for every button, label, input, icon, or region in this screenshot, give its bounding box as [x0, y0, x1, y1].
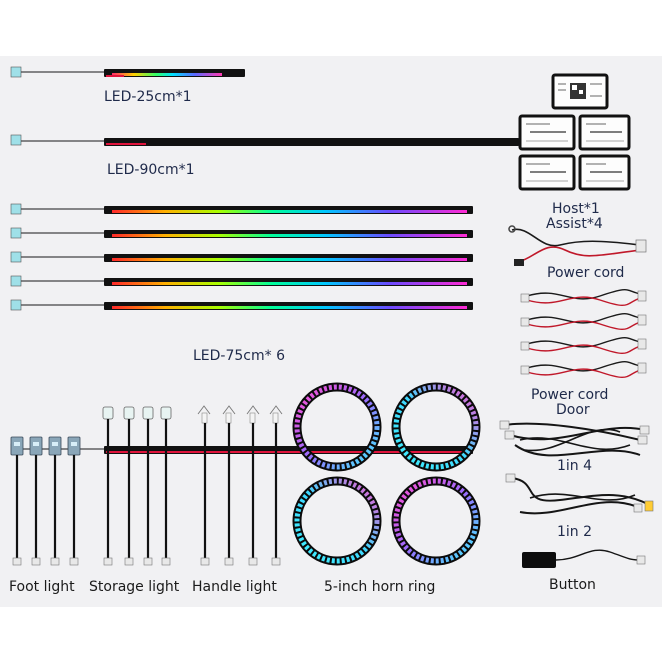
- led-strips-75cm: [10, 203, 473, 455]
- label-led-90cm: LED-90cm*1: [107, 162, 195, 178]
- door-power-cord: [520, 337, 647, 355]
- handle-light: [197, 405, 211, 566]
- horn-ring: [292, 382, 382, 472]
- label-one-in-two: 1in 2: [557, 524, 593, 540]
- handle-lights: [197, 405, 283, 566]
- storage-light: [142, 406, 154, 566]
- led-strip-75cm: [10, 251, 473, 263]
- label-foot-light: Foot light: [9, 579, 75, 595]
- handle-light: [269, 405, 283, 566]
- label-horn-ring: 5-inch horn ring: [324, 579, 436, 595]
- handle-light: [246, 405, 260, 566]
- led-strip-75cm: [10, 299, 473, 311]
- storage-light: [102, 406, 114, 566]
- host-module: [551, 73, 609, 110]
- led-strip-25cm: [10, 66, 245, 78]
- door-power-cord: [520, 361, 647, 379]
- door-power-cord: [520, 289, 647, 307]
- foot-light: [10, 436, 24, 566]
- horn-ring: [391, 476, 481, 566]
- led-strip-75cm: [10, 203, 473, 215]
- one-in-two-harness: [505, 473, 654, 515]
- horn-rings: [292, 382, 481, 566]
- label-host: Host*1: [552, 201, 600, 217]
- label-storage-light: Storage light: [89, 579, 180, 595]
- led-strip-75cm: [10, 275, 473, 287]
- label-led-25cm: LED-25cm*1: [104, 89, 192, 105]
- power-cord: [508, 225, 647, 266]
- label-handle-light: Handle light: [192, 579, 277, 595]
- storage-lights: [102, 406, 172, 566]
- foot-light: [67, 436, 81, 566]
- led-strip-75cm: [10, 227, 473, 239]
- horn-ring: [292, 476, 382, 566]
- led-strip-90cm: [10, 134, 519, 146]
- horn-ring: [391, 382, 481, 472]
- label-led-75cm: LED-75cm* 6: [193, 348, 285, 364]
- assist-module: [578, 154, 631, 191]
- button-accessory: [522, 549, 646, 568]
- label-button: Button: [549, 577, 596, 593]
- assist-module: [578, 114, 631, 151]
- storage-light: [123, 406, 135, 566]
- handle-light: [222, 405, 236, 566]
- door-power-cords: [520, 289, 647, 379]
- assist-module: [518, 154, 576, 191]
- foot-lights: [10, 436, 81, 566]
- label-power-cord-door-line1: Power cord: [531, 387, 609, 403]
- label-power-cord-door-line2: Door: [556, 402, 590, 418]
- label-power-cord: Power cord: [547, 265, 625, 281]
- label-one-in-four: 1in 4: [557, 458, 593, 474]
- foot-light: [29, 436, 43, 566]
- one-in-four-harness: [499, 420, 650, 457]
- door-power-cord: [520, 313, 647, 331]
- foot-light: [48, 436, 62, 566]
- assist-module: [518, 114, 576, 151]
- storage-light: [160, 406, 172, 566]
- label-assist: Assist*4: [546, 216, 603, 232]
- assist-modules: [518, 114, 631, 191]
